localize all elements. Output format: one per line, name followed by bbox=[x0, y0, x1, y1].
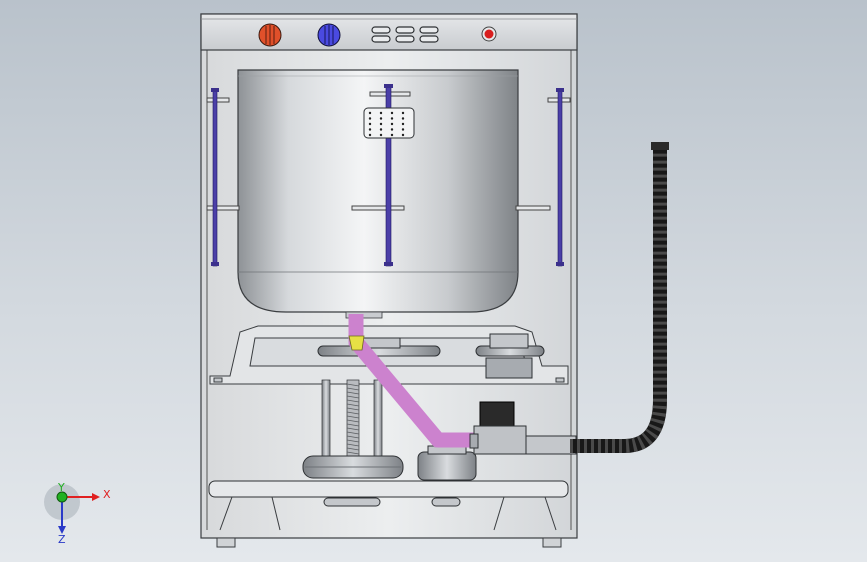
nozzle-hole bbox=[368, 128, 372, 131]
nozzle-hole bbox=[368, 117, 372, 120]
coordinate-triad: X Y Z bbox=[44, 481, 111, 546]
screw-thread bbox=[346, 395, 360, 399]
screw-thread bbox=[346, 451, 360, 455]
screw-thread bbox=[346, 391, 360, 395]
wash-tank bbox=[237, 69, 519, 319]
nozzle-hole bbox=[390, 122, 394, 126]
screw-thread bbox=[346, 411, 360, 415]
nozzle-hole bbox=[390, 111, 394, 115]
nozzle-hole bbox=[401, 122, 405, 126]
program-buttons[interactable] bbox=[371, 26, 439, 43]
screw-thread bbox=[346, 431, 360, 435]
hot-water-knob[interactable] bbox=[258, 23, 282, 47]
nozzle-hole bbox=[368, 133, 372, 137]
nozzle-hole bbox=[401, 111, 405, 115]
drain-pipe bbox=[348, 314, 476, 448]
lower-pulley-right bbox=[417, 445, 477, 481]
y-axis-label: Y bbox=[57, 481, 65, 494]
nozzle-hole bbox=[390, 128, 394, 131]
nozzle-hole bbox=[379, 133, 383, 137]
left-tie-rod bbox=[206, 88, 240, 267]
center-tie-rod bbox=[351, 84, 411, 267]
screw-thread bbox=[346, 403, 360, 407]
nozzle-hole bbox=[401, 117, 405, 120]
lower-pulley-left bbox=[302, 455, 404, 479]
upper-pulley-right bbox=[475, 333, 545, 379]
z-axis-label: Z bbox=[58, 533, 66, 546]
nozzle-hole bbox=[379, 117, 383, 120]
screw-thread bbox=[346, 435, 360, 439]
x-axis-label: X bbox=[103, 488, 111, 501]
screw-thread bbox=[346, 383, 360, 387]
nozzle-hole bbox=[368, 111, 372, 115]
spray-nozzle-block bbox=[363, 107, 415, 139]
nozzle-hole bbox=[379, 111, 383, 115]
right-tie-rod bbox=[515, 88, 571, 267]
nozzle-hole bbox=[390, 133, 394, 137]
screw-thread bbox=[346, 427, 360, 431]
screw-thread bbox=[346, 419, 360, 423]
screw-thread bbox=[346, 387, 360, 391]
drain-valve bbox=[469, 401, 577, 455]
nozzle-hole bbox=[368, 122, 372, 126]
control-panel bbox=[200, 13, 578, 51]
upper-pulley-left bbox=[317, 337, 441, 357]
cold-water-knob[interactable] bbox=[317, 23, 341, 47]
screw-thread bbox=[346, 399, 360, 403]
nozzle-hole bbox=[379, 122, 383, 126]
bottom-tray bbox=[208, 480, 569, 531]
screw-thread bbox=[346, 407, 360, 411]
nozzle-hole bbox=[401, 133, 405, 137]
screw-thread bbox=[346, 423, 360, 427]
nozzle-hole bbox=[379, 128, 383, 131]
tie-rods bbox=[206, 84, 571, 267]
screw-thread bbox=[346, 415, 360, 419]
nozzle-hole bbox=[390, 117, 394, 120]
drain-hose bbox=[570, 142, 669, 453]
screw-thread bbox=[346, 447, 360, 451]
screw-thread bbox=[346, 439, 360, 443]
guide-columns bbox=[321, 379, 383, 459]
power-indicator-light[interactable] bbox=[481, 26, 497, 42]
nozzle-hole bbox=[401, 128, 405, 131]
screw-thread bbox=[346, 443, 360, 447]
